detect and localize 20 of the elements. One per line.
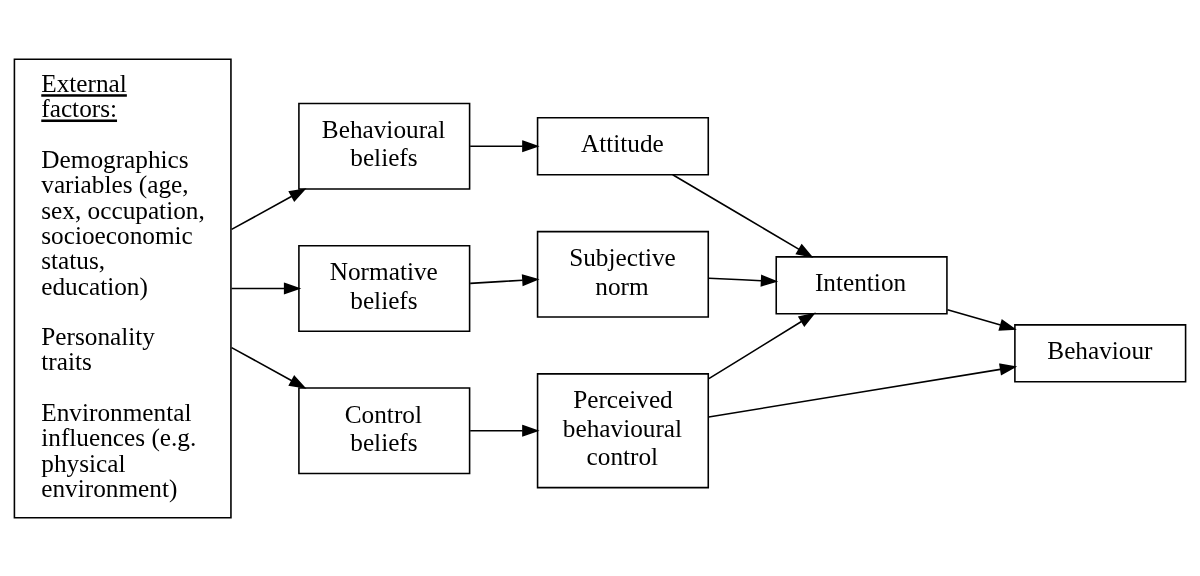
node-box: Attitude xyxy=(536,116,710,175)
arrow xyxy=(230,346,307,389)
node-box: Behaviour xyxy=(1014,323,1187,383)
arrow xyxy=(230,187,307,230)
arrow xyxy=(708,312,816,379)
arrow xyxy=(469,424,540,437)
arrow xyxy=(230,281,302,295)
arrow xyxy=(708,274,779,287)
arrow xyxy=(946,308,1017,331)
node-box: Perceived behavioural control xyxy=(536,372,710,488)
node-box: Control beliefs xyxy=(298,386,471,474)
node-box: External factors: Demographics variables (age, sex, occupation, socioeconomic status, education) Personality traits Environmental influences (e.g. physical environment) xyxy=(13,58,232,518)
arrow xyxy=(707,362,1018,418)
node-box: Subjective norm xyxy=(536,230,710,318)
node-box: Intention xyxy=(775,255,948,315)
arrow xyxy=(469,273,540,286)
arrow xyxy=(671,173,814,258)
arrow xyxy=(469,139,540,152)
node-box: Normative beliefs xyxy=(298,244,471,332)
node-box: Behavioural beliefs xyxy=(298,102,471,190)
